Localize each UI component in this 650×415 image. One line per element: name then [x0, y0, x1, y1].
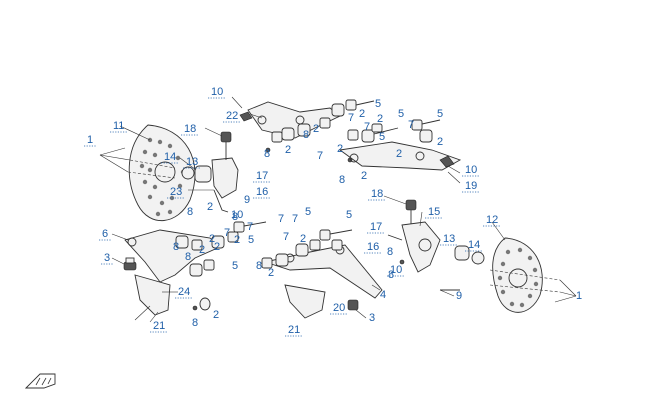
callout-label: 12: [486, 214, 498, 226]
callout-label: 2: [209, 233, 215, 245]
callout-label: 2: [396, 148, 402, 160]
callout-label: 6: [102, 228, 108, 240]
callout-label: 10: [211, 86, 223, 98]
callout-label: 5: [375, 98, 381, 110]
left-hub-assembly: [181, 131, 239, 213]
left-disc-bolts: [99, 147, 176, 179]
callout-label: 8: [388, 269, 394, 281]
callout-label: 5: [437, 108, 443, 120]
lower-left-washers: [192, 297, 211, 311]
callout-label: 13: [443, 233, 455, 245]
upper-bushings-left: [265, 99, 441, 163]
callout-label: 20: [333, 302, 345, 314]
callout-label: 7: [408, 119, 414, 131]
upper-right-a-arm: [338, 141, 462, 171]
callout-label: 2: [207, 201, 213, 213]
callout-label: 2: [199, 244, 205, 256]
callout-label: 21: [153, 320, 165, 332]
callout-label: 5: [248, 234, 254, 246]
callout-label: 2: [377, 113, 383, 125]
callout-label: 10: [465, 164, 477, 176]
callout-label: 8: [173, 241, 179, 253]
callout-label: 7: [247, 221, 253, 233]
callout-label: 5: [346, 209, 352, 221]
right-brake-disc: [492, 237, 543, 313]
callout-label: 9: [456, 290, 462, 302]
callout-label: 5: [398, 108, 404, 120]
lower-left-a-arm: [124, 221, 267, 283]
right-knuckle-assembly: [387, 199, 485, 291]
callout-label: 7: [317, 150, 323, 162]
front-direction-arrow-icon: [24, 373, 56, 389]
left-skid-plate: [134, 274, 171, 323]
callout-label: 3: [104, 252, 110, 264]
callout-label: 2: [285, 144, 291, 156]
callout-label: 2: [359, 108, 365, 120]
callout-label: 23: [170, 186, 182, 198]
callout-label: 1: [87, 134, 93, 146]
callout-label: 15: [428, 206, 440, 218]
callout-label: 7: [348, 112, 354, 124]
callout-label: 13: [186, 156, 198, 168]
callout-label: 17: [256, 170, 268, 182]
callout-label: 17: [370, 221, 382, 233]
callout-label: 7: [283, 231, 289, 243]
callout-label: 2: [313, 123, 319, 135]
callout-label: 10: [390, 264, 402, 276]
leader-lines: [111, 96, 506, 319]
callout-label: 4: [380, 289, 386, 301]
callout-label: 10: [231, 209, 243, 221]
lower-right-a-arm: [261, 229, 383, 299]
right-ball-joint: [347, 299, 359, 311]
right-disc-bolts: [489, 269, 577, 303]
callout-label: 8: [256, 260, 262, 272]
callout-label: 8: [264, 148, 270, 160]
callout-label: 9: [244, 194, 250, 206]
right-skid-plate: [284, 284, 326, 319]
callout-label: 2: [361, 170, 367, 182]
callout-labels: 10 22 5 5 5 11 18 7 2 7 2 7 2 5 2 8 1 8 …: [87, 86, 582, 336]
callout-label: 8: [232, 211, 238, 223]
callout-label: 5: [232, 260, 238, 272]
callout-label: 3: [369, 312, 375, 324]
callout-label: 2: [268, 267, 274, 279]
callout-label: 8: [387, 246, 393, 258]
callout-underlines: [84, 97, 501, 337]
callout-label: 16: [367, 241, 379, 253]
callout-label: 8: [185, 251, 191, 263]
callout-label: 19: [465, 180, 477, 192]
callout-label: 18: [371, 188, 383, 200]
callout-label: 21: [288, 324, 300, 336]
callout-label: 8: [303, 129, 309, 141]
callout-label: 5: [305, 206, 311, 218]
callout-label: 11: [113, 120, 124, 132]
callout-label: 7: [292, 213, 298, 225]
callout-label: 2: [213, 309, 219, 321]
callout-label: 2: [337, 143, 343, 155]
callout-label: 2: [234, 234, 240, 246]
left-brake-disc: [128, 124, 196, 221]
callout-label: 8: [339, 174, 345, 186]
callout-label: 8: [187, 206, 193, 218]
callout-label: 2: [300, 233, 306, 245]
callout-label: 22: [226, 110, 238, 122]
callout-label: 5: [379, 131, 385, 143]
callout-label: 14: [164, 151, 176, 163]
left-ball-joint: [123, 257, 137, 271]
callout-label: 2: [214, 241, 220, 253]
callout-label: 1: [576, 290, 582, 302]
callout-label: 7: [278, 213, 284, 225]
callout-label: 16: [256, 186, 268, 198]
callout-label: 14: [468, 239, 480, 251]
callout-label: 18: [184, 123, 196, 135]
callout-label: 8: [192, 317, 198, 329]
callout-label: 24: [178, 286, 190, 298]
callout-label: 7: [224, 227, 230, 239]
callout-label: 7: [364, 121, 370, 133]
callout-label: 2: [437, 136, 443, 148]
